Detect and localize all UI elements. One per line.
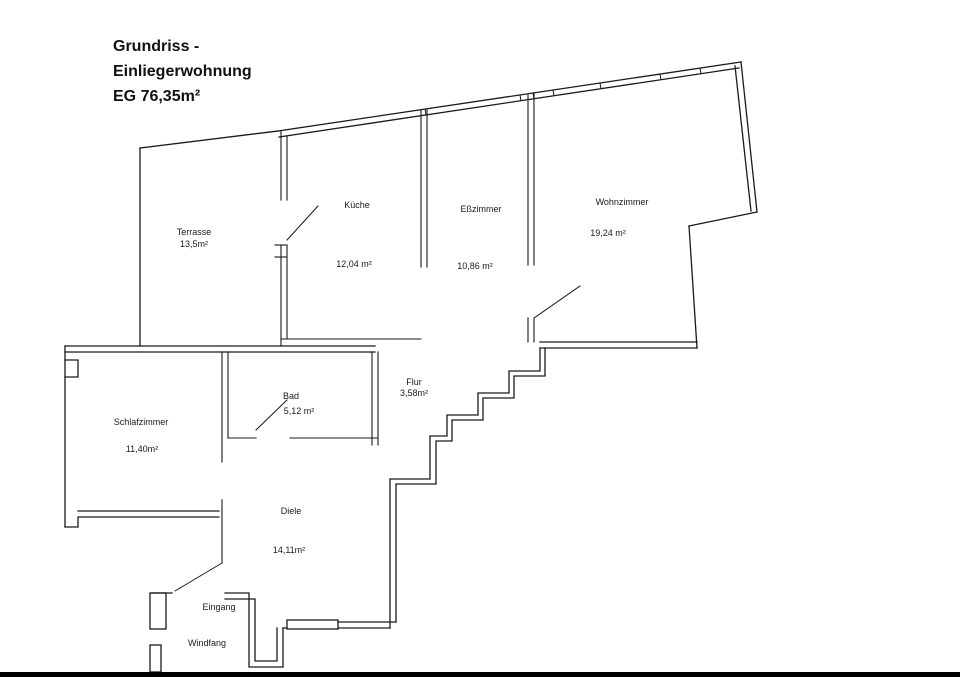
window-ticks — [424, 67, 702, 116]
kueche-door-swing — [286, 205, 319, 241]
wall — [277, 61, 742, 132]
room-label-terrasse-name: Terrasse — [176, 227, 212, 237]
room-label-esszimmer-area: 10,86 m² — [457, 261, 493, 271]
wall-notch — [64, 359, 79, 378]
room-label-wohnzimmer-name: Wohnzimmer — [595, 197, 649, 207]
wall — [139, 130, 279, 149]
wall — [688, 225, 698, 349]
room-label-flur-area: 3,58m² — [399, 388, 428, 398]
entrance-door — [286, 619, 339, 630]
window-tick — [552, 89, 555, 97]
windfang-wall — [224, 592, 284, 668]
plan-title-line3: EG 76,35m² — [113, 88, 201, 105]
wall — [278, 67, 740, 138]
wall — [734, 65, 752, 212]
eingang-door-swing — [174, 562, 223, 592]
room-label-kueche-name: Küche — [344, 200, 370, 210]
wall-pier — [149, 592, 167, 630]
room-label-bad-name: Bad — [282, 391, 299, 401]
wall — [64, 516, 220, 528]
wall — [688, 211, 758, 227]
window-tick — [532, 92, 535, 100]
wall — [740, 61, 758, 213]
room-label-flur-name: Flur — [406, 377, 422, 387]
bottom-border-bar — [0, 672, 960, 677]
window-tick — [659, 73, 662, 81]
room-label-schlafzimmer-name: Schlafzimmer — [113, 417, 169, 427]
wall — [395, 347, 546, 623]
window-tick — [599, 82, 602, 90]
room-label-eingang: Eingang — [202, 602, 236, 612]
room-label-windfang: Windfang — [187, 638, 227, 648]
room-label-terrasse-area: 13,5m² — [179, 239, 208, 249]
room-label-esszimmer-name: Eßzimmer — [460, 204, 502, 214]
window-tick — [424, 108, 427, 116]
wall — [389, 347, 541, 629]
room-label-bad-area: 5,12 m² — [283, 406, 315, 416]
room-label-wohnzimmer-area: 19,24 m² — [590, 228, 626, 238]
room-label-kueche-area: 12,04 m² — [336, 259, 372, 269]
window-tick — [699, 67, 702, 75]
wall-pier — [149, 644, 162, 673]
room-label-schlafzimmer-area: 11,40m² — [125, 444, 159, 454]
windfang-wall — [224, 598, 278, 662]
room-label-diele-name: Diele — [280, 506, 302, 516]
interior-walls — [221, 93, 535, 564]
exterior-walls — [64, 61, 758, 673]
plan-title: Grundriss - Einliegerwohnung EG 76,35m² — [113, 34, 252, 109]
wohnzimmer-door-swing — [533, 285, 581, 319]
plan-title-line2: Einliegerwohnung — [113, 63, 252, 80]
window-tick — [519, 94, 522, 102]
plan-title-line1: Grundriss - — [113, 38, 200, 55]
bad-door-swing — [255, 399, 288, 431]
door-swings — [174, 205, 581, 592]
room-label-diele-area: 14,11m² — [272, 545, 306, 555]
